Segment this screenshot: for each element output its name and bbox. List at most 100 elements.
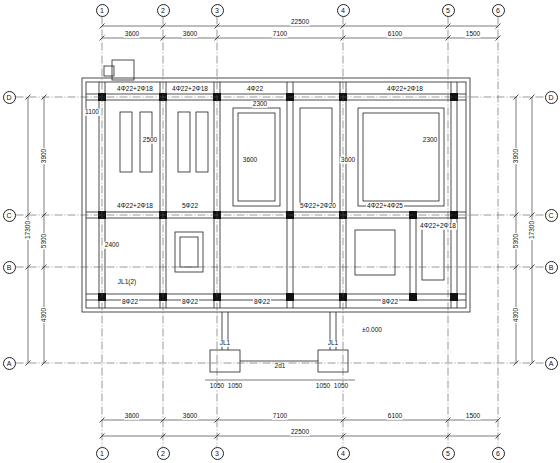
column [409,293,417,301]
rebar-note: 4Φ22+4Φ25 [366,203,404,210]
dimension-text: 1050 [209,383,225,390]
axis-bubble: 5 [442,447,455,460]
outline-wall [86,82,466,308]
axis-number: 4 [341,450,345,457]
dimension-text: 22500 [290,429,310,436]
axis-bubble: B [3,261,16,274]
rebar-note: 4Φ22+2Φ18 [386,86,424,93]
axis-bubble: 6 [492,4,505,17]
axis-bubble: 4 [337,447,350,460]
dimension-text: 3600 [242,157,258,164]
rebar-note: 8Φ22 [121,299,139,306]
rebar-note: 8Φ22 [253,299,271,306]
axis-line [16,267,545,268]
dimension-text: 3900 [41,148,48,164]
axis-number: C [6,212,11,219]
axis-bubble: C [545,209,558,222]
axis-line [498,17,499,447]
dimension-text: 2500 [142,137,158,144]
dimension-text: 1500 [465,413,481,420]
dimension-text: 4300 [513,307,520,323]
axis-number: 5 [446,7,450,14]
dimension-text: 5300 [513,233,520,249]
axis-line [163,17,164,447]
rebar-note: 5Φ22+2Φ20 [299,203,337,210]
column [286,293,294,301]
axis-bubble: D [3,91,16,104]
axis-bubble: 1 [96,4,109,17]
rebar-note: JL1 [327,340,339,347]
dimension-text: ±0.000 [361,327,383,334]
axis-bubble: 4 [337,4,350,17]
axis-number: D [6,94,11,101]
dimension-text: 3600 [182,413,198,420]
rebar-note: 2d1 [274,363,287,370]
axis-number: 2 [161,450,165,457]
dimension-text: 1100 [84,109,100,116]
axis-bubble: D [545,91,558,104]
axis-bubble: 2 [157,4,170,17]
axis-bubble: 1 [96,447,109,460]
axis-number: 3 [215,450,219,457]
beams [86,82,466,308]
axis-line [16,97,545,98]
axis-bubble: A [545,357,558,370]
axis-bubble: A [3,357,16,370]
axis-bubble: 3 [211,4,224,17]
dimension-text: 3600 [182,31,198,38]
axis-number: 6 [496,7,500,14]
axis-line [102,17,103,447]
axis-bubble: 2 [157,447,170,460]
axis-number: 1 [100,450,104,457]
rebar-note: 5Φ22 [181,203,199,210]
axis-number: 5 [446,450,450,457]
dimension-text: 2300 [422,137,438,144]
dimension-text: 6100 [387,31,403,38]
axis-bubble: 6 [492,447,505,460]
dimension-text: 17300 [529,220,536,240]
rebar-note: 4Φ22+2Φ18 [116,86,154,93]
axis-bubble: B [545,261,558,274]
dimension-text: 1500 [465,31,481,38]
dimension-text: 2400 [104,242,120,249]
dimension-lines [28,26,532,436]
pits [104,60,444,280]
axis-bubble: 3 [211,447,224,460]
axis-number: A [549,360,554,367]
dimension-text: 1050 [227,383,243,390]
axis-line [16,215,545,216]
dimension-text: 7100 [272,31,288,38]
rebar-note: 4Φ22 [246,86,264,93]
rebar-note: 4Φ22+2Φ18 [171,86,209,93]
axis-number: B [549,264,554,271]
axis-number: C [548,212,553,219]
dimension-text: 3900 [513,148,520,164]
dimension-text: 4300 [41,307,48,323]
rebar-note: 8Φ22 [181,299,199,306]
axis-bubble: C [3,209,16,222]
rebar-note: 4Φ22+2Φ18 [419,223,457,230]
axis-number: B [7,264,12,271]
rebar-note: 4Φ22+2Φ18 [116,203,154,210]
dimension-text: 3600 [124,31,140,38]
dimension-text: 5300 [41,233,48,249]
outline-wall [82,78,470,312]
dimension-text: 7100 [272,413,288,420]
dimension-text: 1050 [315,383,331,390]
dimension-text: 6100 [387,413,403,420]
column [450,293,458,301]
rebar-note: 8Φ22 [381,299,399,306]
axis-number: 1 [100,7,104,14]
axis-number: 3 [215,7,219,14]
axis-line [448,17,449,447]
axis-number: 4 [341,7,345,14]
axis-number: A [7,360,12,367]
dimension-text: 3600 [340,157,356,164]
rebar-note: JL1(2) [117,279,137,286]
axis-number: 2 [161,7,165,14]
axis-number: D [548,94,553,101]
dimension-text: 17300 [25,220,32,240]
